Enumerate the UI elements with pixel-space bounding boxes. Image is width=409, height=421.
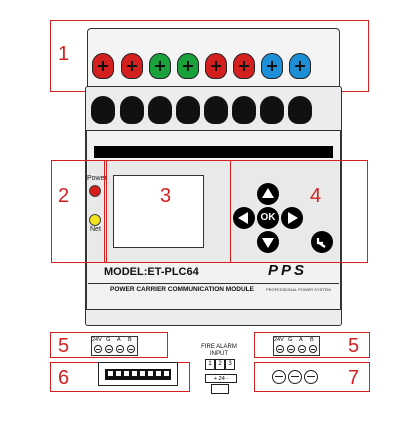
red-screw-1[interactable]: [92, 53, 114, 79]
right-terminal-label-a: A: [299, 337, 303, 343]
left-terminal-screw-2[interactable]: [105, 345, 113, 353]
callout-number-3: 3: [160, 185, 172, 207]
right-arrow-icon: [288, 212, 298, 224]
power-terminal-screw-2[interactable]: [288, 370, 302, 384]
power-label: Power: [87, 175, 107, 182]
lcd-screen: [113, 175, 204, 248]
black-screw-7[interactable]: [260, 96, 284, 124]
ok-button-label: OK: [260, 212, 276, 223]
callout-box-5-right: [254, 332, 370, 358]
back-icon: [316, 238, 326, 248]
dip-switch-5[interactable]: [140, 371, 145, 376]
dip-switch-8[interactable]: [164, 371, 169, 376]
right-terminal-screw-3[interactable]: [298, 345, 306, 353]
red-screw-2[interactable]: [121, 53, 143, 79]
fire-alarm-label: FIRE ALARM INPUT: [194, 344, 244, 358]
green-screw-1[interactable]: [149, 53, 171, 79]
fire-alarm-connector: [211, 384, 229, 394]
power-terminal-screw-3[interactable]: [304, 370, 318, 384]
fire-alarm-pin-1[interactable]: 1: [205, 359, 215, 370]
brand-logo: PPS: [268, 262, 308, 279]
blue-screw-2[interactable]: [289, 53, 311, 79]
brand-subtitle: PROFESSIONAL POWER SYSTEM: [266, 287, 331, 292]
red-screw-3[interactable]: [205, 53, 227, 79]
left-arrow-icon: [238, 212, 248, 224]
dip-switch-4[interactable]: [132, 371, 137, 376]
dip-switch[interactable]: [98, 362, 178, 386]
down-arrow-icon: [262, 238, 274, 248]
red-screw-4[interactable]: [233, 53, 255, 79]
dip-switch-2[interactable]: [116, 371, 121, 376]
left-terminal-label-b: B: [128, 337, 132, 343]
model-label: MODEL:ET-PLC64: [104, 266, 199, 278]
black-screw-8[interactable]: [288, 96, 312, 124]
black-screw-1[interactable]: [91, 96, 115, 124]
right-terminal-screw-1[interactable]: [276, 345, 284, 353]
callout-number-1: 1: [58, 43, 70, 65]
dip-switch-6[interactable]: [148, 371, 153, 376]
fire-alarm-title: FIRE ALARM: [201, 344, 237, 350]
callout-box-4: [230, 160, 368, 263]
callout-number-5-left: 5: [58, 335, 70, 357]
power-led: [89, 185, 101, 197]
dip-switch-3[interactable]: [124, 371, 129, 376]
dip-switch-1[interactable]: [108, 371, 113, 376]
black-screw-5[interactable]: [204, 96, 228, 124]
right-terminal-screw-4[interactable]: [309, 345, 317, 353]
divider-line: [88, 283, 339, 284]
right-terminal-label-g: G: [288, 337, 293, 343]
callout-number-2: 2: [58, 185, 70, 207]
down-arrow-button[interactable]: [257, 231, 279, 253]
callout-number-7: 7: [348, 367, 360, 389]
dark-strip: [94, 146, 333, 158]
up-arrow-button[interactable]: [257, 183, 279, 205]
left-terminal-label-24v: 24V: [92, 337, 102, 343]
ok-button[interactable]: OK: [257, 207, 279, 229]
power-terminal-screw-1[interactable]: [272, 370, 286, 384]
up-arrow-icon: [262, 188, 274, 198]
right-arrow-button[interactable]: [281, 207, 303, 229]
net-label: Net: [90, 226, 101, 233]
black-screw-2[interactable]: [120, 96, 144, 124]
right-terminal-label-b: B: [310, 337, 314, 343]
fire-alarm-voltage: + 24 -: [205, 374, 237, 383]
left-terminal-screw-4[interactable]: [127, 345, 135, 353]
left-arrow-button[interactable]: [233, 207, 255, 229]
left-terminal-label-g: G: [106, 337, 111, 343]
callout-box-2: [51, 160, 107, 263]
black-screw-6[interactable]: [232, 96, 256, 124]
dip-switch-bank: [105, 369, 171, 380]
fire-alarm-pin-3[interactable]: 3: [225, 359, 235, 370]
fire-alarm-subtitle: INPUT: [210, 351, 228, 357]
right-terminal-label-24v: 24V: [274, 337, 284, 343]
green-screw-2[interactable]: [177, 53, 199, 79]
fire-alarm-pin-2[interactable]: 2: [215, 359, 225, 370]
left-terminal-screw-1[interactable]: [94, 345, 102, 353]
callout-box-7: [254, 362, 370, 392]
callout-number-6: 6: [58, 367, 70, 389]
right-terminal-block: [273, 336, 320, 356]
back-button[interactable]: [311, 231, 333, 253]
black-screw-4[interactable]: [176, 96, 200, 124]
callout-box-5-left: [50, 332, 168, 358]
module-description: POWER CARRIER COMMUNICATION MODULE: [110, 286, 254, 293]
callout-number-5-right: 5: [348, 335, 360, 357]
right-terminal-screw-2[interactable]: [287, 345, 295, 353]
left-terminal-screw-3[interactable]: [116, 345, 124, 353]
dip-switch-7[interactable]: [156, 371, 161, 376]
net-led: [89, 214, 101, 226]
left-terminal-label-a: A: [117, 337, 121, 343]
blue-screw-1[interactable]: [261, 53, 283, 79]
callout-number-4: 4: [310, 185, 322, 207]
left-terminal-block: [91, 336, 138, 356]
black-screw-3[interactable]: [148, 96, 172, 124]
